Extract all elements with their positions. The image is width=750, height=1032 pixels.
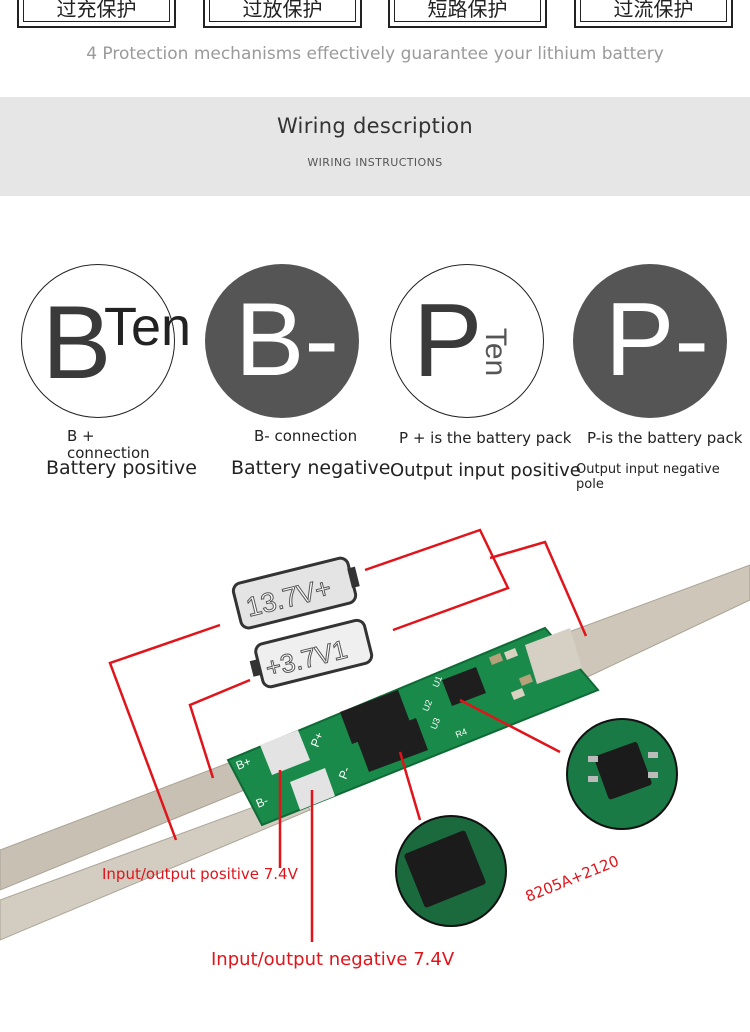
pcb-mark-u1: U1	[431, 674, 445, 688]
pcb-mark-u3: U3	[429, 716, 443, 730]
smd-capacitor	[503, 648, 519, 660]
protection-button-label: 过充保护	[56, 0, 137, 21]
red-wires	[108, 528, 588, 942]
pcb-mark-p-minus: P-	[336, 765, 353, 781]
mosfet-chip-2	[357, 718, 428, 772]
mosfet-chip-1	[340, 690, 410, 744]
wiring-diagram: B+ B- P+ P- R4 U1 U2 U3 13.7V+ +3.7V1	[0, 500, 750, 1032]
wiring-subtitle: WIRING INSTRUCTIONS	[307, 156, 443, 169]
battery-cell-top: 13.7V+	[231, 556, 360, 630]
wiring-diagram-svg: B+ B- P+ P- R4 U1 U2 U3 13.7V+ +3.7V1	[0, 528, 750, 970]
terminal-b-minus-circle: B-	[205, 264, 359, 418]
protection-button-label: 过放保护	[242, 0, 323, 21]
nickel-strip-bottom	[0, 789, 311, 941]
wire-ic-callout	[459, 698, 561, 754]
terminal-small-label: B- connection	[254, 427, 358, 445]
battery-cell-bottom: +3.7V1	[249, 618, 374, 689]
protection-buttons-row: 过充保护 过放保护 短路保护 过流保护	[0, 0, 750, 30]
pos-output-label: Input/output positive 7.4V	[102, 865, 299, 883]
smd-resistor	[488, 653, 504, 665]
protection-ic	[442, 667, 486, 706]
wire-b-minus	[188, 678, 251, 779]
smd-capacitor	[510, 688, 526, 700]
wire-series-link	[364, 528, 510, 632]
protection-button-overcharge[interactable]: 过充保护	[17, 0, 176, 28]
terminal-symbol: B-	[235, 282, 339, 398]
wire-b-plus	[108, 623, 221, 841]
pcb-mark-u2: U2	[421, 698, 435, 712]
terminal-overlay-text: Ten	[479, 327, 513, 377]
terminal-large-label: Output input positive	[390, 460, 581, 481]
pad-p-minus	[290, 768, 335, 810]
smd-resistor	[518, 674, 534, 686]
terminal-symbol: B	[42, 285, 112, 401]
terminal-large-label: Battery positive	[46, 457, 197, 479]
pcb-mark-b-plus: B+	[234, 754, 253, 773]
protection-button-label: 短路保护	[427, 0, 508, 21]
zoom-circle-mosfet	[395, 815, 507, 927]
protection-subtitle: 4 Protection mechanisms effectively guar…	[86, 44, 664, 64]
wire-p-minus	[489, 540, 588, 637]
pcb-mark-b-minus: B-	[254, 793, 270, 810]
terminal-overlay-text: Ten	[104, 297, 192, 357]
pcb-mark-p-plus: P+	[308, 730, 327, 749]
pad-b-plus	[260, 730, 310, 775]
terminal-small-label: P + is the battery pack	[399, 429, 572, 447]
neg-output-label: Input/output negative 7.4V	[211, 949, 455, 970]
chip-model-label: 8205A+2120	[523, 852, 622, 906]
terminal-large-label: Output input negative pole	[576, 462, 720, 492]
protection-button-short-circuit[interactable]: 短路保护	[388, 0, 547, 28]
pcb-mark-r4: R4	[454, 726, 468, 740]
terminal-large-label: Battery negative	[231, 457, 391, 479]
wire-chip-callout	[398, 751, 422, 821]
wiring-header-band: Wiring description WIRING INSTRUCTIONS	[0, 97, 750, 196]
terminal-b-plus-circle: B	[21, 264, 175, 418]
protection-button-overdischarge[interactable]: 过放保护	[203, 0, 362, 28]
terminal-p-minus-circle: P-	[573, 264, 727, 418]
terminal-small-label: P-is the battery pack	[587, 429, 743, 447]
protection-button-label: 过流保护	[613, 0, 694, 21]
terminal-small-label: B + connection	[67, 427, 150, 462]
terminal-symbol: P-	[605, 282, 709, 398]
wiring-title: Wiring description	[276, 114, 474, 138]
zoom-circle-ic	[566, 718, 678, 830]
pad-right	[525, 628, 582, 684]
terminal-symbol: P	[413, 283, 483, 399]
terminal-p-plus-circle: P Ten	[390, 264, 544, 418]
protection-button-overcurrent[interactable]: 过流保护	[574, 0, 733, 28]
